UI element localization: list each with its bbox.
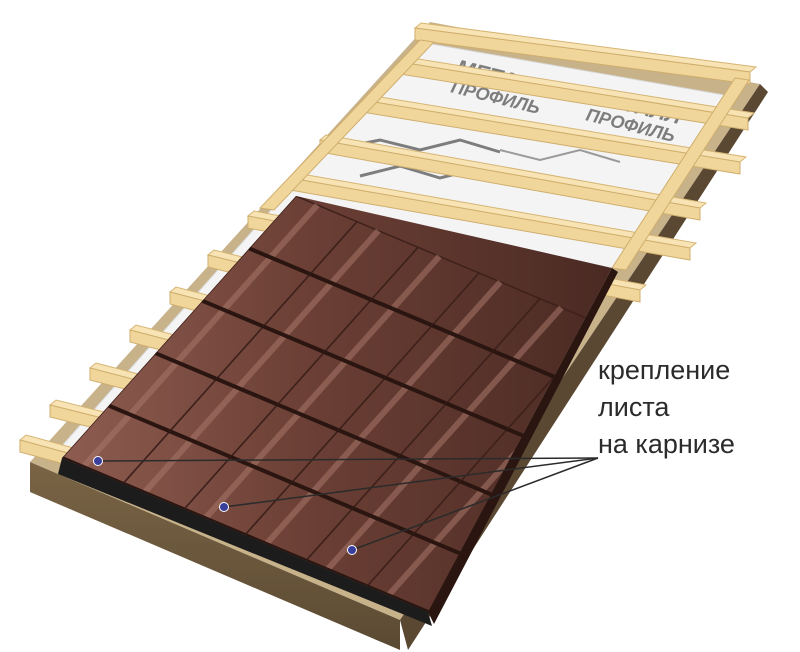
fastener-dot-icon bbox=[94, 457, 103, 466]
callout-label-line-3: на карнизе bbox=[598, 431, 735, 458]
fastener-dot-icon bbox=[220, 503, 229, 512]
fastener-dot-icon bbox=[348, 546, 357, 555]
callout-label-line-2: листа bbox=[598, 394, 669, 421]
callout-label-line-1: крепление bbox=[598, 357, 730, 384]
metal-tile-sheet bbox=[58, 196, 662, 626]
